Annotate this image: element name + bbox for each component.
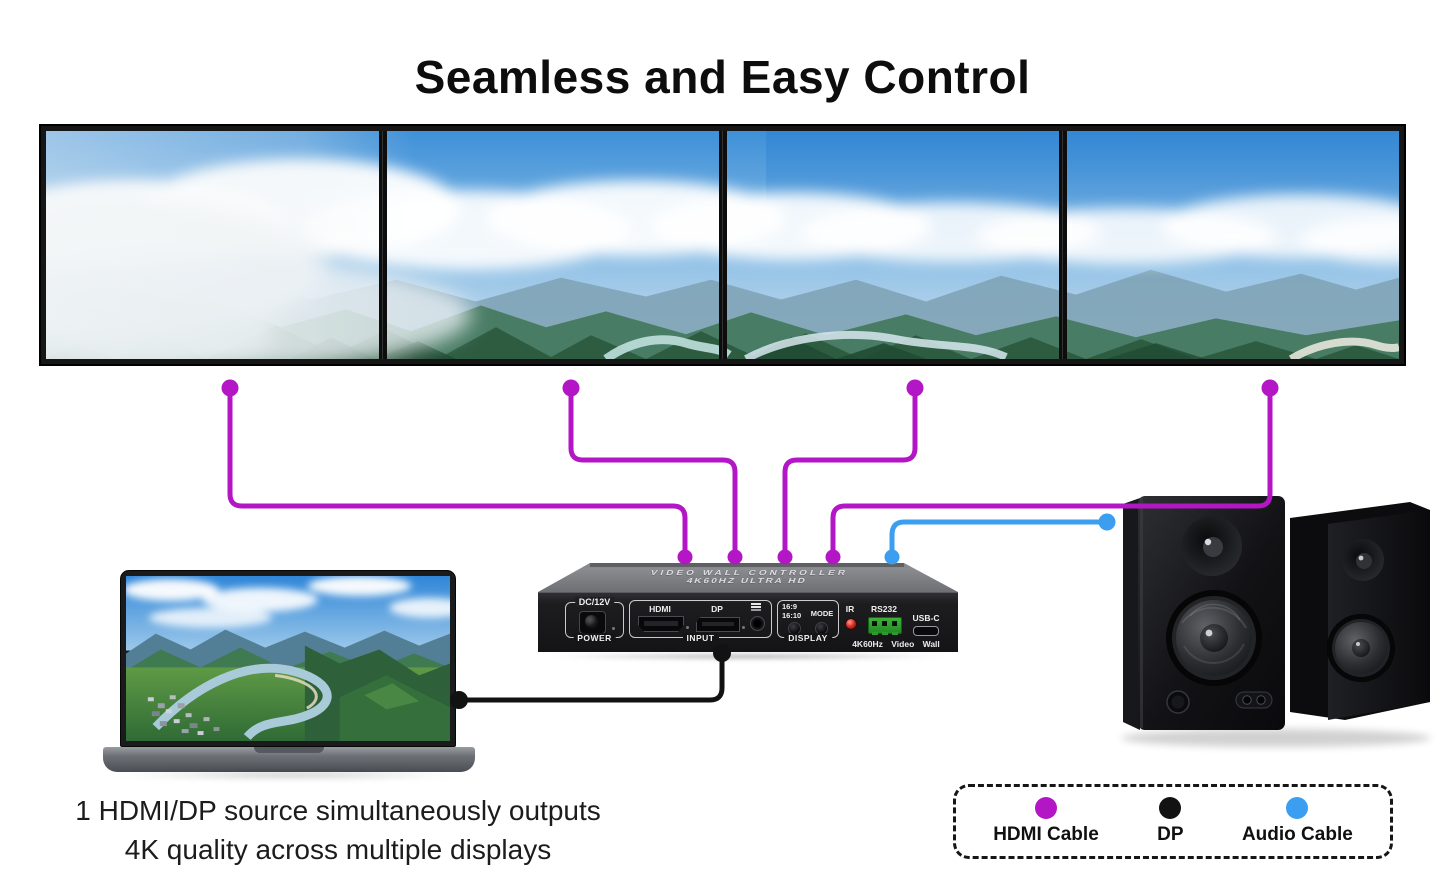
connector-dot-monitor-4	[1261, 379, 1279, 397]
input-section: HDMI DP INPUT	[629, 600, 772, 643]
legend-item-dp: DP	[1157, 797, 1184, 846]
device-top-face: VIDEO WALL CONTROLLER 4K60HZ ULTRA HD	[538, 563, 958, 592]
monitor-1	[41, 126, 379, 364]
ir-receiver-led	[845, 618, 857, 630]
dp-led	[742, 626, 745, 629]
dp-cable-dot-icon	[1159, 797, 1182, 819]
laptop-screen	[120, 570, 456, 747]
usbc-port	[913, 626, 939, 636]
monitor-bezel-divider	[719, 131, 727, 359]
caption-text: 1 HDMI/DP source simultaneously outputs …	[18, 791, 658, 869]
hdmi-cable-2	[568, 388, 738, 556]
ir-label: IR	[845, 604, 855, 614]
ratio-16-10: 16:10	[782, 610, 802, 620]
jack-plate	[1235, 691, 1273, 709]
aspect-ratio-label: 16:9 16:10	[782, 602, 802, 620]
laptop-display-image	[126, 576, 450, 741]
device-footer-label: 4K60Hz Video Wall	[852, 639, 940, 649]
display-caption: DISPLAY	[784, 633, 832, 643]
dc12v-label: DC/12V	[574, 597, 615, 607]
rs232-terminal	[868, 617, 902, 635]
hdmi-led	[686, 626, 689, 629]
audio-cable-dot-icon	[1286, 797, 1309, 819]
cable-legend: HDMI Cable DP Audio Cable	[953, 784, 1393, 859]
device-model-line1: VIDEO WALL CONTROLLER	[649, 569, 850, 577]
monitor-bezel-divider	[1059, 131, 1067, 359]
caption-line-1: 1 HDMI/DP source simultaneously outputs	[75, 795, 601, 826]
speaker-left	[1123, 496, 1285, 730]
usbc-label: USB-C	[912, 613, 940, 623]
ratio-16-9: 16:9	[782, 602, 798, 611]
device-shadow	[544, 653, 952, 660]
speakers-illustration	[1121, 496, 1431, 747]
video-wall-controller: VIDEO WALL CONTROLLER 4K60HZ ULTRA HD DC…	[538, 556, 958, 662]
display-section: 16:9 16:10 MODE DISPLAY	[777, 600, 839, 643]
hdmi-cable-1	[227, 388, 688, 556]
dc-power-jack	[579, 611, 606, 634]
speakers-shadow	[1121, 729, 1431, 747]
device-model-label: VIDEO WALL CONTROLLER 4K60HZ ULTRA HD	[538, 569, 958, 585]
hdmi-cable-dot-icon	[1034, 797, 1057, 819]
audio-cable	[889, 519, 1106, 556]
legend-item-hdmi: HDMI Cable	[993, 797, 1099, 846]
hdmi-cable-3	[782, 388, 918, 556]
monitor-2	[387, 126, 719, 364]
input-caption: INPUT	[682, 633, 719, 643]
audio-jack-icon	[751, 603, 761, 611]
legend-label-audio: Audio Cable	[1241, 824, 1353, 845]
video-wall-display	[39, 124, 1406, 366]
power-caption: POWER	[573, 633, 616, 643]
monitor-3	[727, 126, 1059, 364]
hdmi-input-port	[638, 616, 684, 632]
laptop-shadow	[114, 770, 464, 780]
connector-dot-monitor-1	[221, 379, 239, 397]
laptop-base	[103, 747, 475, 772]
rs232-label: RS232	[871, 604, 897, 614]
connector-dot-monitor-3	[906, 379, 924, 397]
monitor-4	[1067, 126, 1398, 364]
dp-input-port	[696, 617, 740, 632]
power-led	[612, 627, 615, 630]
town-patch	[147, 695, 220, 736]
dp-label: DP	[711, 604, 723, 614]
audio-jack-port	[750, 616, 765, 631]
source-laptop	[100, 568, 480, 780]
legend-item-audio: Audio Cable	[1242, 797, 1353, 846]
hdmi-label: HDMI	[649, 604, 671, 614]
speaker-right	[1290, 502, 1430, 720]
connector-dot-monitor-2	[562, 379, 580, 397]
legend-label-dp: DP	[1157, 824, 1184, 845]
caption-line-2: 4K quality across multiple displays	[124, 834, 552, 865]
device-model-line2: 4K60HZ ULTRA HD	[685, 577, 808, 585]
device-front-panel: DC/12V POWER HDMI DP INPUT 16:9	[538, 592, 958, 652]
power-section: DC/12V POWER	[565, 597, 624, 643]
mode-label: MODE	[810, 609, 834, 618]
page-title: Seamless and Easy Control	[414, 51, 1031, 103]
legend-label-hdmi: HDMI Cable	[993, 824, 1099, 845]
monitor-bezel-divider	[379, 131, 387, 359]
